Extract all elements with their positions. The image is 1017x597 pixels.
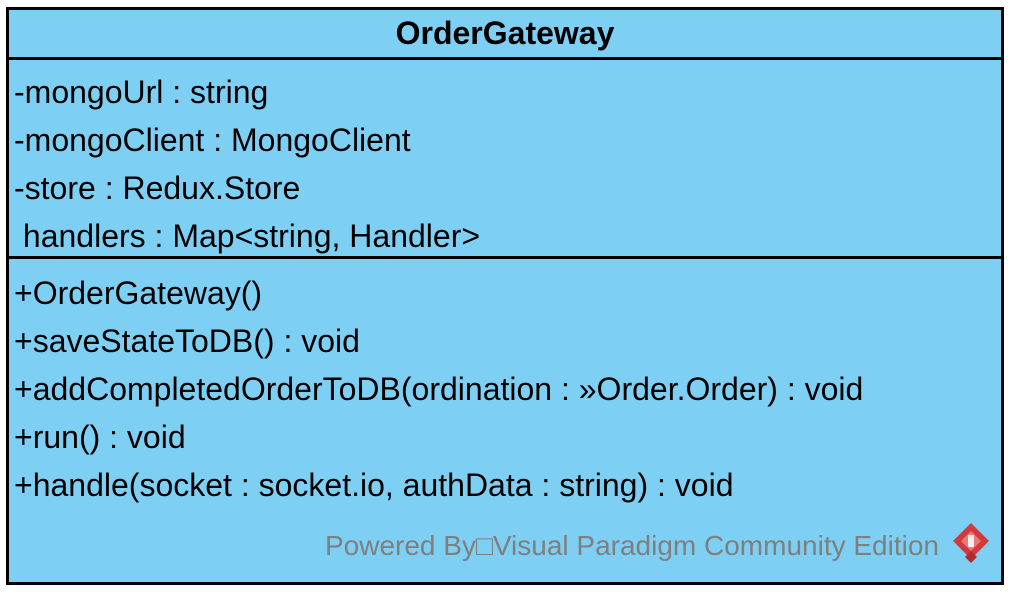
operation-item: +run() : void <box>14 419 186 455</box>
operation-item: +handle(socket : socket.io, authData : s… <box>14 467 734 503</box>
attribute-item: -mongoClient : MongoClient <box>14 122 411 158</box>
operations-compartment: +OrderGateway() +saveStateToDB() : void … <box>9 259 1001 509</box>
watermark: Powered By□Visual Paradigm Community Edi… <box>325 521 991 570</box>
class-name: OrderGateway <box>9 10 1001 60</box>
uml-class-box[interactable]: OrderGateway -mongoUrl : string -mongoCl… <box>6 7 1004 585</box>
operation-item: +addCompletedOrderToDB(ordination : »Ord… <box>14 371 864 407</box>
attribute-item: -mongoUrl : string <box>14 74 269 110</box>
watermark-text: Powered By□Visual Paradigm Community Edi… <box>324 529 939 561</box>
attributes-compartment: -mongoUrl : string -mongoClient : MongoC… <box>9 60 1001 259</box>
operation-item: +saveStateToDB() : void <box>14 323 360 359</box>
attribute-item: handlers : Map<string, Handler> <box>14 218 481 254</box>
visual-paradigm-logo-icon <box>939 521 991 570</box>
attribute-item: -store : Redux.Store <box>14 170 301 206</box>
operation-item: +OrderGateway() <box>14 275 263 311</box>
